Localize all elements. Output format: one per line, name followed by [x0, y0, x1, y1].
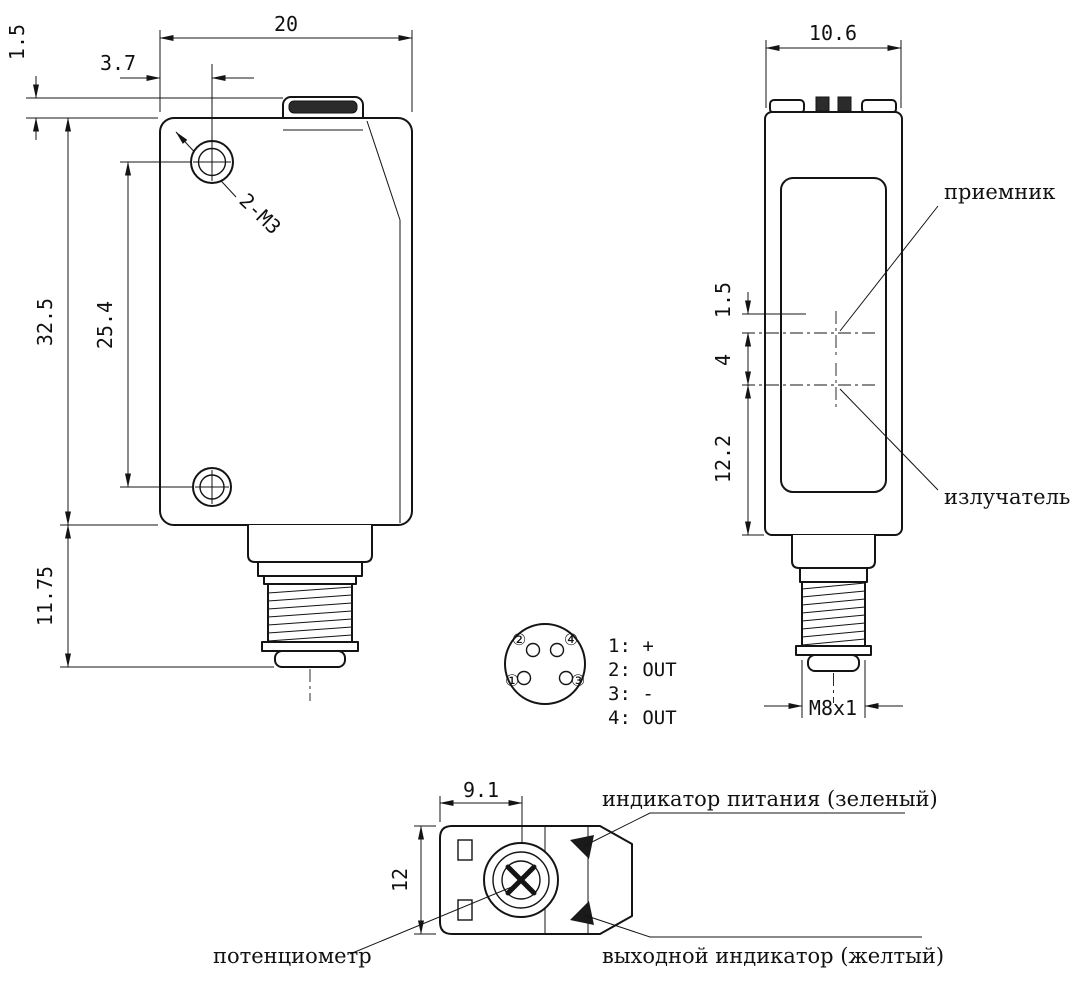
front-clip-slot	[288, 100, 358, 114]
thread-sides	[801, 581, 866, 647]
power-indicator-mark	[570, 835, 594, 859]
top-width-dim: 9.1	[463, 778, 499, 802]
connector-pinout: ② ④ ① ③ 1: + 2: OUT 3: - 4: OUT	[504, 623, 677, 729]
pinout-legend: 1: + 2: OUT 3: - 4: OUT	[608, 635, 677, 729]
extension-lines	[742, 40, 902, 718]
side-connector	[791, 534, 876, 703]
receiver-leader-line	[839, 205, 939, 332]
side-callouts: приемник излучатель	[839, 180, 1070, 509]
emitter-leader-line	[839, 388, 939, 491]
pin-2	[525, 642, 541, 658]
receiver-offset-dim: 1.5	[711, 282, 735, 318]
top-dimensions: 9.1 12	[388, 778, 523, 935]
output-indicator-leader	[583, 914, 922, 938]
front-hole-spacing-dim: 25.4	[93, 301, 117, 349]
potentiometer	[483, 842, 559, 918]
thread-lines	[267, 586, 353, 642]
side-clip-slot-right	[837, 96, 852, 112]
connector-collar	[263, 575, 357, 585]
receiver-label: приемник	[944, 180, 1055, 204]
front-body-outline	[159, 117, 413, 526]
pin-1-number: ①	[505, 671, 519, 690]
pin-3	[558, 670, 574, 686]
emitter-offset-dim: 12.2	[711, 435, 735, 483]
pot-middle-ring	[492, 851, 550, 909]
thread-sides	[267, 583, 353, 643]
front-connector	[247, 524, 373, 701]
pinout-face	[504, 623, 586, 705]
legend-line-2: 2: OUT	[608, 659, 677, 681]
side-dimensions: 10.6 1.5 4 12.2 M8x1	[711, 21, 903, 720]
legend-line-3: 3: -	[608, 683, 654, 705]
hole-crosshair	[193, 143, 231, 181]
legend-line-1: 1: +	[608, 635, 654, 657]
pin-2-number: ②	[512, 630, 526, 649]
front-dimensions: 20 3.7 1.5 32.5 25.4 11.75 2-M3	[5, 12, 413, 668]
connector-flange	[261, 641, 359, 652]
front-clip-height-dim: 1.5	[5, 24, 29, 60]
connector-tip	[807, 654, 860, 672]
side-clip-slot-left	[815, 96, 830, 112]
hole-crosshair	[195, 470, 229, 504]
thread-lines	[801, 582, 866, 646]
front-hole-offset-dim: 3.7	[100, 51, 136, 75]
output-indicator-label: выходной индикатор (желтый)	[602, 944, 944, 968]
power-indicator-label: индикатор питания (зеленый)	[602, 787, 938, 811]
power-indicator-leader	[583, 812, 905, 847]
emitter-axis-crosshair	[742, 363, 876, 407]
front-width-dim: 20	[274, 12, 298, 36]
optical-window	[780, 177, 887, 493]
top-view: 9.1 12 индикатор питания (зеленый) выход…	[213, 778, 944, 968]
top-callouts: индикатор питания (зеленый) выходной инд…	[213, 787, 944, 968]
lens-spacing-dim: 4	[711, 354, 735, 366]
connector-step1	[791, 534, 876, 569]
pot-screw-head	[501, 860, 541, 900]
extension-lines	[414, 796, 523, 935]
extension-lines	[26, 30, 413, 668]
pin-4-number: ④	[564, 630, 578, 649]
pin-1	[516, 670, 532, 686]
potentiometer-label: потенциометр	[213, 944, 372, 968]
connector-step2	[257, 561, 363, 577]
mounting-hole-top	[190, 140, 234, 184]
emitter-label: излучатель	[944, 485, 1070, 509]
connector-step2	[799, 567, 868, 583]
front-body-height-dim: 32.5	[33, 298, 57, 346]
pin-3-number: ③	[571, 671, 585, 690]
side-body-outline	[764, 111, 903, 536]
output-indicator-mark	[570, 901, 594, 925]
top-slot-lower	[457, 899, 473, 921]
pot-phillips-cross	[505, 864, 537, 896]
connector-tip	[274, 650, 346, 668]
front-edge-chamfer	[366, 120, 401, 523]
front-view: 20 3.7 1.5 32.5 25.4 11.75 2-M3	[5, 12, 413, 701]
side-view: 10.6 1.5 4 12.2 M8x1 приемник излучатель	[711, 21, 1070, 720]
connector-flange	[795, 645, 872, 656]
pin-4	[549, 642, 565, 658]
mounting-hole-bottom	[192, 467, 232, 507]
top-slot-upper	[457, 839, 473, 861]
side-width-dim: 10.6	[809, 21, 857, 45]
potentiometer-leader	[349, 885, 515, 955]
front-connector-height-dim: 11.75	[33, 566, 57, 626]
legend-line-4: 4: OUT	[608, 707, 677, 729]
connector-step1	[247, 524, 373, 563]
top-height-dim: 12	[388, 868, 412, 892]
receiver-axis-crosshair	[742, 311, 876, 355]
thread-size-label: M8x1	[809, 696, 857, 720]
